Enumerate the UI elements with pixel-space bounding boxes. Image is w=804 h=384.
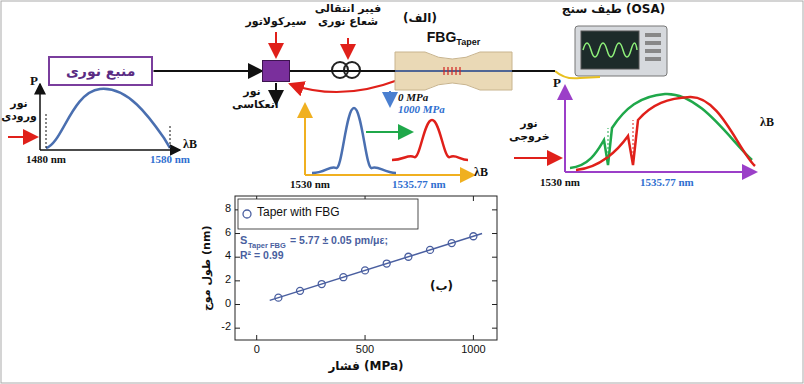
tick-mark <box>235 304 240 305</box>
tick-label: 500 <box>356 343 374 356</box>
stress-value: 0 MPa <box>398 91 428 104</box>
tick-mark <box>492 209 497 210</box>
data-point <box>362 267 369 274</box>
part-tag: (الف) <box>403 12 437 26</box>
wavelength-value: 1535.77 nm <box>640 176 694 189</box>
output-spectrum <box>514 86 756 172</box>
fiber-connector <box>512 70 555 72</box>
wavelength-value: 1580 nm <box>150 153 190 166</box>
circulator-label: سیرکولاتور <box>246 15 307 28</box>
data-point <box>427 246 434 253</box>
fiber-connector <box>153 70 262 72</box>
fbg-subscript: Taper <box>456 37 480 47</box>
osa-device <box>555 26 667 78</box>
output-light-label: نور خروجی <box>509 118 549 143</box>
tick-label: 2 <box>213 273 231 286</box>
axis-name: P <box>30 74 38 89</box>
tick-label: 8 <box>213 202 231 215</box>
reflected-light-label: نور انعکاسی <box>232 86 272 111</box>
osa-label: طیف سنج (OSA) <box>555 2 672 16</box>
fbg-taper <box>395 52 512 90</box>
tick-mark <box>235 328 240 329</box>
legend-text: Taper with FBG <box>257 206 340 220</box>
legend-marker <box>243 210 251 218</box>
axis-name: λB <box>760 116 774 130</box>
osa-box: طیف سنج (OSA) <box>555 2 672 78</box>
data-point <box>405 253 412 260</box>
optical-parts <box>276 32 398 106</box>
fiber-label: فیبر انتقالی شعاع نوری <box>300 3 396 28</box>
tick-mark <box>365 335 366 340</box>
data-point <box>470 233 477 240</box>
tick-label: 0 <box>254 343 260 356</box>
data-point <box>383 260 390 267</box>
tick-mark <box>235 280 240 281</box>
stress-value: 1000 MPa <box>398 103 445 116</box>
tick-mark <box>492 280 497 281</box>
input-light-label: نور ورودی <box>1 98 37 123</box>
tick-mark <box>256 335 257 340</box>
axis-name: λB <box>474 166 488 180</box>
data-point <box>297 287 304 294</box>
pressure-chart <box>235 196 497 340</box>
axis-name: λB <box>183 138 197 152</box>
tick-mark <box>492 257 497 258</box>
tick-mark <box>492 304 497 305</box>
wavelength-value: 1530 nm <box>540 176 580 189</box>
wavelength-value: 1530 nm <box>290 178 330 191</box>
data-point <box>318 281 325 288</box>
axis-title: طول موج (nm) <box>202 225 215 310</box>
circulator-box: سیرکولاتور <box>262 60 290 82</box>
tick-label: -2 <box>213 320 231 333</box>
tick-mark <box>235 233 240 234</box>
tick-mark <box>492 233 497 234</box>
equation-symbol: S <box>240 234 247 247</box>
wavelength-value: 1480 nm <box>26 153 66 166</box>
tick-label: 1000 <box>461 343 485 356</box>
data-point <box>448 240 455 247</box>
tick-mark <box>235 257 240 258</box>
tick-mark <box>473 335 474 340</box>
wavelength-value: 1535.77 nm <box>392 178 446 191</box>
box-label: منبع نوری <box>66 63 135 79</box>
equation-text: R² = 0.99 <box>240 249 283 261</box>
data-point <box>340 274 347 281</box>
tick-label: 6 <box>213 226 231 239</box>
taper-region: FBGTaper <box>395 28 512 90</box>
equation-text: = 5.77 ± 0.05 pm/με; <box>290 234 388 246</box>
taper-heading: FBGTaper <box>395 28 512 47</box>
part-tag: (ب) <box>430 280 453 294</box>
process-box: منبع نوری <box>48 56 153 86</box>
tick-label: 0 <box>213 297 231 310</box>
axis-name: P <box>553 76 561 91</box>
fit-line <box>270 234 482 301</box>
tick-mark <box>492 328 497 329</box>
reflected-spectrum <box>305 104 474 175</box>
tick-mark <box>473 196 474 201</box>
fiber-connector <box>290 70 395 72</box>
fbg-label: FBG <box>427 29 457 45</box>
tick-label: 4 <box>213 249 231 262</box>
data-point <box>275 294 282 301</box>
axis-title: فشار (MPa) <box>328 360 403 374</box>
